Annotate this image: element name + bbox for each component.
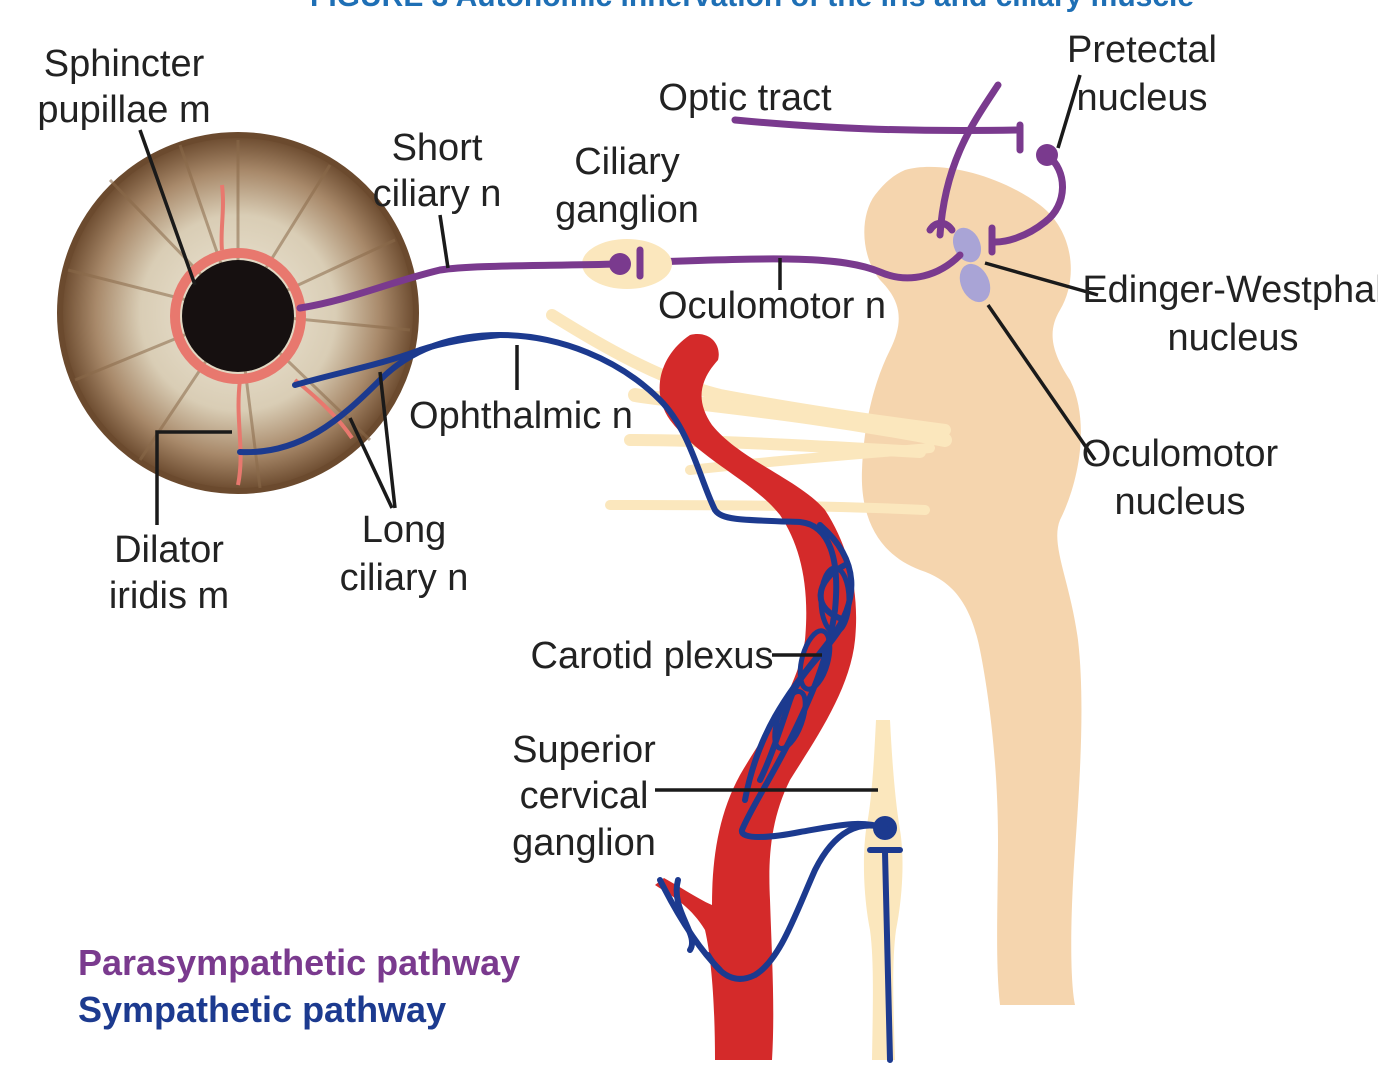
- ew-synapse-left: [926, 219, 956, 234]
- pupil: [182, 260, 294, 372]
- oculomotor-nucleus: [959, 263, 991, 303]
- preganglionic-fiber: [882, 849, 893, 1063]
- label-ciliary-ganglion-2: ganglion: [555, 189, 699, 231]
- parasympathetic-pathway: [296, 81, 1066, 312]
- label-sphincter-1: Sphincter: [44, 43, 205, 85]
- label-scg-2: cervical: [520, 775, 649, 817]
- pointer-long-ciliary-b: [348, 417, 394, 509]
- internal-carotid-artery: [655, 334, 857, 1060]
- long-ciliary-nerve: [292, 332, 503, 388]
- label-oculomotor-nucleus-1: Oculomotor: [1082, 433, 1279, 475]
- crossing-fiber: [936, 81, 1002, 239]
- plexus-loop: [772, 689, 808, 751]
- label-oculomotor-n: Oculomotor n: [658, 285, 886, 327]
- brainstem: [861, 166, 1082, 1005]
- label-long-ciliary-2: ciliary n: [340, 557, 469, 599]
- label-scg-1: Superior: [512, 729, 656, 771]
- plexus-loop: [818, 565, 852, 635]
- labels: Sphincter pupillae m Short ciliary n Cil…: [37, 29, 1378, 864]
- label-dilator-2: iridis m: [109, 575, 229, 617]
- figure-title-text: FIGURE 3 Autonomic innervation of the ir…: [310, 0, 1194, 13]
- label-carotid-plexus: Carotid plexus: [531, 635, 774, 677]
- dilator-fiber: [219, 184, 225, 251]
- label-ciliary-ganglion-1: Ciliary: [574, 141, 680, 183]
- legend-sympathetic: Sympathetic pathway: [78, 989, 446, 1030]
- label-pretectal-1: Pretectal: [1067, 29, 1217, 71]
- pointer-sphincter: [138, 129, 197, 286]
- postganglionic-loop: [705, 822, 888, 982]
- pointer-oculomotor-nucleus: [986, 304, 1097, 461]
- pointer-dilator: [155, 430, 232, 525]
- label-edinger-2: nucleus: [1168, 317, 1299, 359]
- sphincter-pupillae-ring: [170, 248, 306, 384]
- label-pretectal-2: nucleus: [1077, 77, 1208, 119]
- iris: [57, 132, 419, 494]
- label-short-ciliary-2: ciliary n: [373, 173, 502, 215]
- figure-title: FIGURE 3 Autonomic innervation of the ir…: [310, 0, 1194, 13]
- pointer-short-ciliary: [438, 214, 450, 269]
- carotid-strand-lower: [673, 877, 695, 953]
- legend: Parasympathetic pathway Sympathetic path…: [78, 942, 520, 1030]
- label-pointers: [138, 74, 1099, 792]
- label-oculomotor-nucleus-2: nucleus: [1115, 481, 1246, 523]
- sympathetic-pathway: [237, 332, 903, 1063]
- label-ophthalmic-n: Ophthalmic n: [409, 395, 633, 437]
- label-sphincter-2: pupillae m: [37, 89, 210, 131]
- label-dilator-1: Dilator: [114, 529, 224, 571]
- label-edinger-1: Edinger-Westphal: [1082, 269, 1378, 311]
- dilator-fiber: [236, 379, 243, 486]
- optic-tract-nerve: [731, 116, 1024, 135]
- pointer-long-ciliary-a: [378, 371, 397, 509]
- label-scg-3: ganglion: [512, 822, 656, 864]
- legend-parasympathetic: Parasympathetic pathway: [78, 942, 520, 983]
- pointer-pretectal: [1056, 74, 1082, 149]
- label-optic-tract: Optic tract: [658, 77, 832, 119]
- pointer-edinger-westphal: [984, 261, 1099, 297]
- label-short-ciliary-1: Short: [392, 127, 483, 169]
- short-ciliary-nerve: [296, 260, 624, 312]
- label-long-ciliary-1: Long: [362, 509, 447, 551]
- oculomotor-nerve: [646, 251, 964, 282]
- pretectal-to-ew-fiber: [991, 151, 1066, 246]
